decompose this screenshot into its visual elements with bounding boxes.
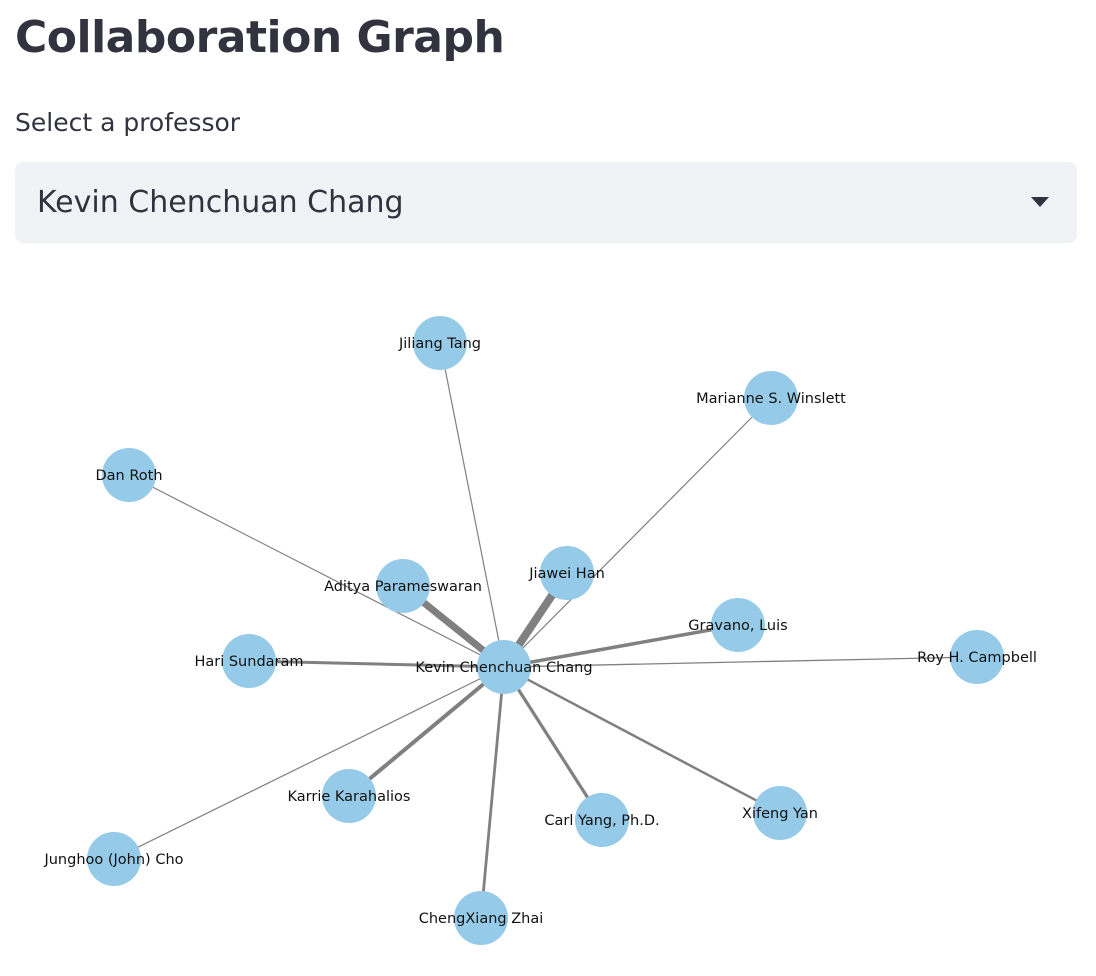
node-aditya-parameswaran <box>376 559 430 613</box>
chevron-down-icon[interactable] <box>1031 197 1049 207</box>
edge-chengxiang-zhai <box>479 666 506 919</box>
edge-karrie-karahalios <box>347 665 506 798</box>
node-jiliang-tang <box>413 316 467 370</box>
node-junghoo-john-cho <box>87 832 141 886</box>
node-dan-roth <box>102 448 156 502</box>
graph-labels: Kevin Chenchuan Chang Jiliang TangMariann… <box>43 336 1036 927</box>
node-label-karrie-karahalios: Karrie Karahalios <box>288 789 411 805</box>
node-chengxiang-zhai <box>454 891 508 945</box>
node-label-hari-sundaram: Hari Sundaram <box>194 654 303 670</box>
node-label-kevin-chenchuan-chang: Kevin Chenchuan Chang <box>415 660 592 676</box>
node-roy-h-campbell <box>950 630 1004 684</box>
edge-dan-roth <box>128 474 505 668</box>
node-label-chengxiang-zhai: ChengXiang Zhai <box>419 911 544 927</box>
node-label-carl-yang-ph-d: Carl Yang, Ph.D. <box>544 813 659 829</box>
node-label-xifeng-yan: Xifeng Yan <box>742 806 818 822</box>
select-label: Select a professor <box>15 108 241 137</box>
node-marianne-s-winslett <box>744 371 798 425</box>
edge-jiliang-tang <box>439 342 505 668</box>
graph-nodes <box>87 316 1004 945</box>
node-label-gravano-luis: Gravano, Luis <box>688 618 787 634</box>
edge-gravano-luis <box>503 623 739 669</box>
page-title: Collaboration Graph <box>15 12 505 63</box>
graph-edges <box>113 342 978 919</box>
node-label-jiliang-tang: Jiliang Tang <box>398 336 481 352</box>
node-label-marianne-s-winslett: Marianne S. Winslett <box>696 391 846 407</box>
node-hari-sundaram <box>222 634 276 688</box>
node-carl-yang-ph-d <box>575 793 629 847</box>
professor-select-value: Kevin Chenchuan Chang <box>37 185 404 220</box>
node-kevin-chenchuan-chang <box>477 640 531 694</box>
edge-roy-h-campbell <box>503 656 978 668</box>
node-label-jiawei-han: Jiawei Han <box>528 566 605 582</box>
node-label-dan-roth: Dan Roth <box>95 468 162 484</box>
node-label-roy-h-campbell: Roy H. Campbell <box>917 650 1037 666</box>
edge-carl-yang-ph-d <box>502 666 604 821</box>
node-label-aditya-parameswaran: Aditya Parameswaran <box>324 579 482 595</box>
edge-xifeng-yan <box>503 665 781 815</box>
edge-marianne-s-winslett <box>503 397 772 668</box>
node-gravano-luis <box>711 598 765 652</box>
edge-junghoo-john-cho <box>113 666 505 860</box>
edge-hari-sundaram <box>248 659 505 669</box>
node-xifeng-yan <box>753 786 807 840</box>
node-jiawei-han <box>540 546 594 600</box>
node-karrie-karahalios <box>322 769 376 823</box>
node-label-junghoo-john-cho: Junghoo (John) Cho <box>43 852 183 868</box>
professor-select[interactable]: Kevin Chenchuan Chang <box>15 162 1077 243</box>
